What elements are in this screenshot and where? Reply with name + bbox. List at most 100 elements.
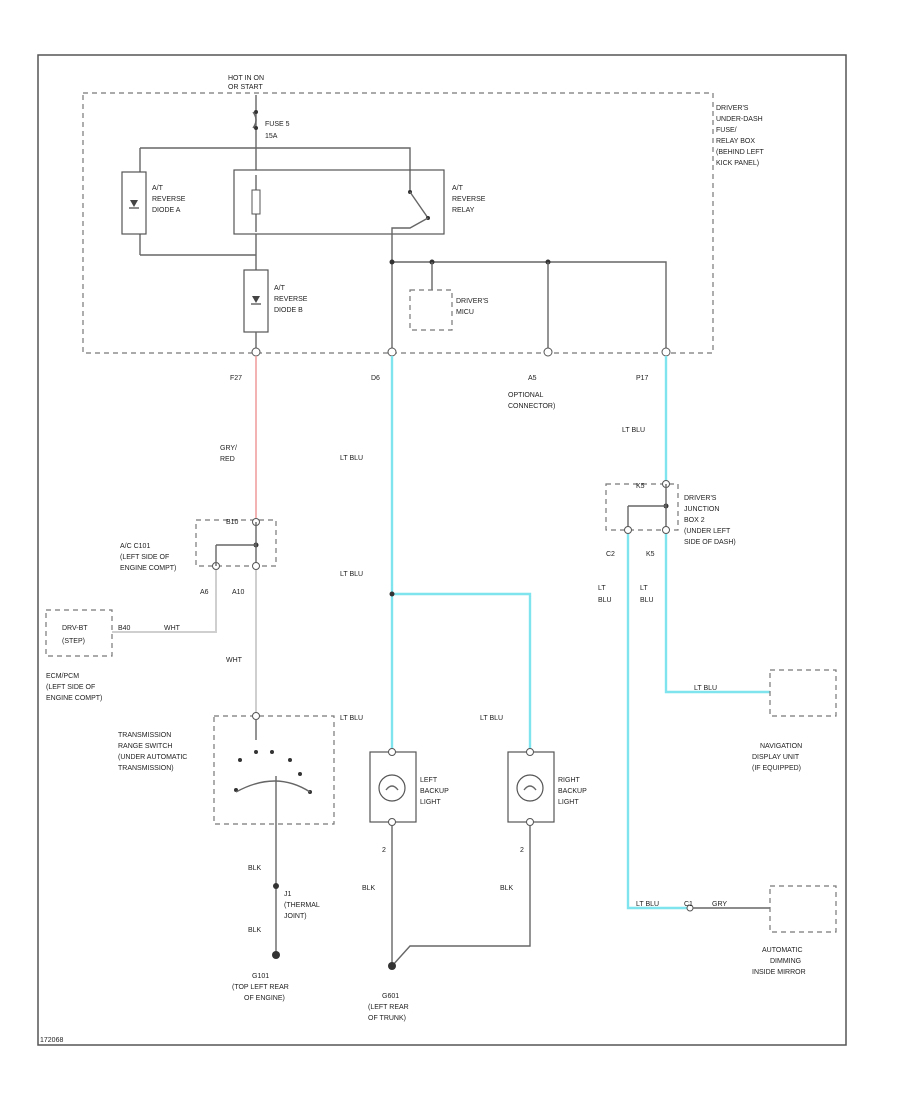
relay-coil-symbol — [251, 175, 261, 232]
svg-text:REVERSE: REVERSE — [274, 296, 308, 303]
svg-text:(TOP LEFT REAR: (TOP LEFT REAR — [232, 984, 289, 991]
svg-text:UNDER-DASH: UNDER-DASH — [716, 116, 763, 123]
svg-text:BACKUP: BACKUP — [558, 788, 587, 795]
pin-d6-connector — [387, 347, 397, 357]
ac-c101-label: A/C C101 (LEFT SIDE OF ENGINE COMPT) — [120, 543, 176, 572]
svg-text:(UNDER AUTOMATIC: (UNDER AUTOMATIC — [118, 754, 187, 761]
diode-b-symbol — [251, 296, 261, 305]
svg-text:RANGE SWITCH: RANGE SWITCH — [118, 743, 172, 750]
svg-text:OPTIONAL: OPTIONAL — [508, 392, 544, 399]
pin-p17-connector — [661, 347, 671, 357]
ltblu-split-a: LT — [598, 585, 606, 592]
lt-blu-backup-wires — [390, 356, 532, 752]
fuse-symbol — [252, 110, 258, 130]
ltblu-label-1: LT BLU — [340, 455, 363, 462]
blk-label-4: BLK — [500, 885, 514, 892]
svg-text:G101: G101 — [252, 973, 269, 980]
svg-text:KICK PANEL): KICK PANEL) — [716, 160, 759, 167]
ac-c101-box — [195, 519, 277, 567]
svg-text:LIGHT: LIGHT — [420, 799, 441, 806]
ltblu-mirror-label: LT BLU — [636, 901, 659, 908]
svg-text:OF ENGINE): OF ENGINE) — [244, 995, 285, 1002]
svg-text:BACKUP: BACKUP — [420, 788, 449, 795]
svg-text:(IF EQUIPPED): (IF EQUIPPED) — [752, 765, 801, 772]
svg-text:JUNCTION: JUNCTION — [684, 506, 719, 513]
ecm-box — [45, 609, 113, 657]
svg-text:REVERSE: REVERSE — [452, 196, 486, 203]
svg-text:(THERMAL: (THERMAL — [284, 902, 320, 909]
svg-text:(LEFT SIDE OF: (LEFT SIDE OF — [46, 684, 95, 691]
svg-text:LEFT: LEFT — [420, 777, 438, 784]
wht-short-label: WHT — [164, 625, 181, 632]
svg-text:RIGHT: RIGHT — [558, 777, 581, 784]
pin-a5-label: A5 — [528, 375, 537, 382]
svg-text:(BEHIND LEFT: (BEHIND LEFT — [716, 149, 765, 156]
svg-text:JOINT): JOINT) — [284, 913, 307, 920]
svg-text:G601: G601 — [382, 993, 399, 1000]
wht-label: WHT — [226, 657, 243, 664]
gry-label: GRY — [712, 901, 727, 908]
left-light-pin-2: 2 — [382, 847, 386, 854]
ltblu-label-2: LT BLU — [340, 571, 363, 578]
pin-b10-label: B10 — [226, 519, 239, 526]
right-backup-light-label: RIGHT BACKUP LIGHT — [558, 777, 587, 806]
svg-text:(STEP): (STEP) — [62, 638, 85, 645]
pin-p17-label: P17 — [636, 375, 649, 382]
svg-text:A/T: A/T — [452, 185, 464, 192]
svg-text:LIGHT: LIGHT — [558, 799, 579, 806]
svg-text:TRANSMISSION: TRANSMISSION — [118, 732, 171, 739]
relay-output-bus — [392, 261, 667, 352]
blk-label-3: BLK — [362, 885, 376, 892]
svg-text:ENGINE COMPT): ENGINE COMPT) — [46, 695, 102, 702]
range-switch-label: TRANSMISSION RANGE SWITCH (UNDER AUTOMAT… — [118, 732, 187, 772]
fuse-box-label: DRIVER'S UNDER-DASH FUSE/ RELAY BOX (BEH… — [716, 105, 765, 167]
svg-text:AUTOMATIC: AUTOMATIC — [762, 947, 803, 954]
pin-f27-label: F27 — [230, 375, 242, 382]
fuse-rating: 15A — [265, 133, 278, 140]
svg-text:BOX 2: BOX 2 — [684, 517, 705, 524]
pin-k5b-label: K5 — [646, 551, 655, 558]
diode-a-box — [121, 171, 147, 235]
range-switch-box — [213, 715, 335, 825]
blk-wires-to-g601 — [391, 826, 531, 967]
g101-label: G101 (TOP LEFT REAR OF ENGINE) — [232, 973, 289, 1002]
svg-text:NAVIGATION: NAVIGATION — [760, 743, 802, 750]
pin-a6-label: A6 — [200, 589, 209, 596]
relay-label: A/T REVERSE RELAY — [452, 185, 486, 214]
thermal-joint-label: J1 (THERMAL JOINT) — [284, 891, 320, 920]
svg-text:(LEFT REAR: (LEFT REAR — [368, 1004, 409, 1011]
gry-red-label-2: RED — [220, 456, 235, 463]
svg-text:DIMMING: DIMMING — [770, 958, 801, 965]
ltblu-split-a2: BLU — [598, 597, 612, 604]
svg-text:MICU: MICU — [456, 309, 474, 316]
svg-text:DIODE A: DIODE A — [152, 207, 181, 214]
pin-f27-connector — [251, 347, 261, 357]
diode-b-label: A/T REVERSE DIODE B — [274, 285, 308, 314]
svg-text:(LEFT SIDE OF: (LEFT SIDE OF — [120, 554, 169, 561]
ltblu-label-5: LT BLU — [622, 427, 645, 434]
right-light-pin-2: 2 — [520, 847, 524, 854]
power-source-label-2: OR START — [228, 84, 263, 91]
navigation-unit-box — [769, 669, 837, 717]
left-backup-light-label: LEFT BACKUP LIGHT — [420, 777, 449, 806]
ltblu-split-b: LT — [640, 585, 648, 592]
svg-text:DRIVER'S: DRIVER'S — [684, 495, 717, 502]
pin-d6-label: D6 — [371, 375, 380, 382]
ltblu-split-b2: BLU — [640, 597, 654, 604]
svg-text:ECM/PCM: ECM/PCM — [46, 673, 79, 680]
svg-text:TRANSMISSION): TRANSMISSION) — [118, 765, 174, 772]
svg-text:A/T: A/T — [152, 185, 164, 192]
lt-blu-to-mirror — [626, 534, 690, 910]
relay-switch-symbol — [391, 172, 430, 234]
pin-c1-label: C1 — [684, 901, 693, 908]
left-backup-bulb-icon — [378, 774, 406, 802]
range-switch-symbol — [234, 720, 312, 830]
svg-text:ENGINE COMPT): ENGINE COMPT) — [120, 565, 176, 572]
optional-connector-label: OPTIONAL CONNECTOR) — [508, 392, 555, 410]
pin-b40-label: B40 — [118, 625, 131, 632]
diode-a-label: A/T REVERSE DIODE A — [152, 185, 186, 214]
top-bus-wire — [140, 147, 411, 172]
svg-text:SIDE OF DASH): SIDE OF DASH) — [684, 539, 736, 546]
lt-blu-to-navigation — [664, 534, 770, 694]
